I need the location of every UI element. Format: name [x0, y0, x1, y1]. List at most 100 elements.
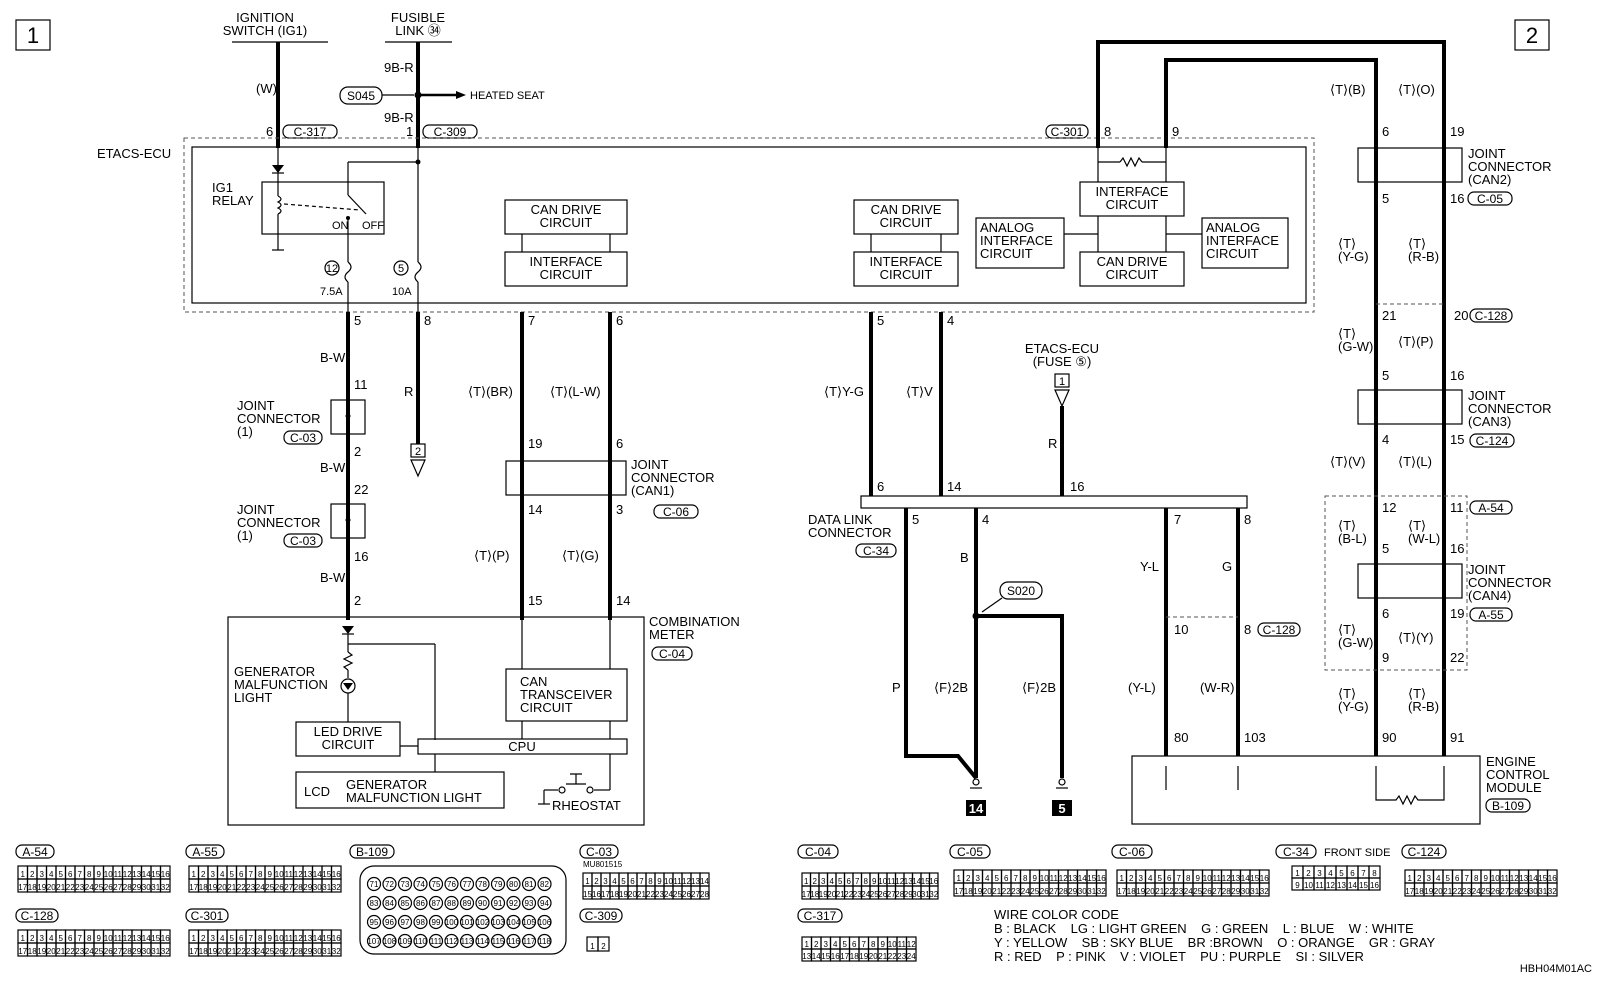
connector-c128: C-128: [1475, 309, 1508, 323]
connector-pin-number: 28: [700, 890, 709, 899]
connector-pin-number: 13: [1231, 874, 1240, 883]
ground-point-box: [966, 800, 986, 816]
pin-14: 14: [528, 502, 542, 517]
connector-pin-number: 7: [1014, 874, 1019, 883]
connector-pin-number: 112: [445, 937, 458, 946]
connector-pin-cell: [597, 936, 610, 952]
connector-pin-number: 22: [844, 890, 853, 899]
pin-8: 8: [1244, 512, 1251, 527]
connector-pin-number: 17: [18, 947, 27, 956]
resistor-icon: [1119, 156, 1143, 168]
connector-c128: C-128: [1263, 623, 1296, 637]
connector-tag-c05: [1467, 191, 1513, 206]
connector-pin-number: 32: [929, 890, 938, 899]
pin-6: 6: [616, 313, 623, 328]
wire-color-code-line-3: R : RED P : PINK V : VIOLET PU : PURPLE …: [994, 949, 1364, 964]
connector-pin-number: 30: [142, 947, 151, 956]
connector-pin-number: 2: [1417, 874, 1422, 883]
wire-label-t-v: ⟨T⟩(V): [1330, 454, 1365, 469]
connector-pin-number: 5: [621, 877, 626, 886]
connector-pin-number: 16: [831, 952, 840, 961]
connector-pin-number: 9: [1196, 874, 1201, 883]
connector-c06: C-06: [1119, 845, 1145, 859]
connector-pin-number: 1: [192, 870, 197, 879]
page-arrow-icon: [1054, 389, 1070, 408]
connector-pin-cell: [475, 933, 490, 949]
connector-pin-number: 25: [265, 947, 274, 956]
connector-pin-number: 24: [861, 890, 870, 899]
connector-pin-number: 15: [151, 934, 160, 943]
connector-pin-number: 6: [239, 934, 244, 943]
can-drive-circuit-box: [853, 199, 959, 235]
connector-pin-number: 16: [332, 870, 341, 879]
etacs-ecu-body: [191, 146, 1307, 304]
relay-coil-icon: [276, 195, 282, 215]
connector-pin-number: 13: [691, 877, 700, 886]
connector-pin-number: 5: [230, 870, 235, 879]
connector-pin-number: 81: [525, 880, 534, 889]
connector-pin-number: 22: [1453, 887, 1462, 896]
connector-pin-cell: [382, 876, 397, 892]
wire-label-f-2b: ⟨F⟩2B: [934, 680, 968, 695]
wire-label-t-l-w: ⟨T⟩(L-W): [550, 384, 601, 399]
connector-pin-number: 24: [256, 883, 265, 892]
connector-pin-number: 10: [1304, 881, 1313, 890]
wire-label-r: R: [1048, 436, 1057, 451]
connector-pin-number: 2: [201, 870, 206, 879]
connector-pin-number: 25: [673, 890, 682, 899]
connector-pin-number: 103: [491, 918, 505, 927]
connector-pin-number: 1: [21, 934, 26, 943]
connector-pin-number: 26: [878, 890, 887, 899]
connector-c05: C-05: [1477, 192, 1503, 206]
relay-switch-blade: [347, 194, 367, 215]
connector-pin-number: 20: [983, 887, 992, 896]
wire-label-9b-r: 9B-R: [384, 110, 414, 125]
connector-pin-number: 17: [840, 952, 849, 961]
pin-6: 6: [616, 436, 623, 451]
connector-pin-number: 28: [123, 883, 132, 892]
connector-pin-number: 99: [432, 918, 441, 927]
connector-pin-number: 89: [463, 899, 472, 908]
connector-tag-c301: [185, 908, 229, 923]
connector-pin-number: 20: [218, 947, 227, 956]
joint-connector-can3-box: [1357, 389, 1463, 425]
connector-pin-number: 22: [237, 947, 246, 956]
page-ref-box: [1054, 373, 1070, 388]
connector-pin-number: 14: [812, 952, 821, 961]
connector-pin-cell: [506, 933, 521, 949]
connector-pin-number: 27: [887, 890, 896, 899]
connector-pin-cell: [521, 933, 537, 949]
connector-pin-number: 20: [47, 947, 56, 956]
wire-label-t-w-l: ⟨T⟩(W-L): [1408, 518, 1440, 546]
ig1-relay-box: [261, 181, 385, 235]
cpu-label: CPU: [508, 739, 535, 754]
connector-pin-number: 27: [113, 947, 122, 956]
connector-pin-number: 12: [907, 940, 916, 949]
connector-pin-number: 7: [78, 870, 83, 879]
connector-pin-number: 18: [28, 883, 37, 892]
pin-8: 8: [1244, 622, 1251, 637]
page-number-left: 1: [27, 23, 39, 48]
led-drive-circuit-box: [295, 721, 401, 757]
connector-pin-number: 108: [383, 937, 397, 946]
connector-pin-number: 7: [1361, 869, 1366, 878]
connector-pin-number: 27: [113, 883, 122, 892]
pin-11: 11: [354, 377, 368, 392]
switch-contact: [558, 786, 566, 794]
connector-pin-number: 31: [1250, 887, 1259, 896]
connector-pin-number: 1: [590, 942, 595, 951]
connector-pin-number: 2: [1306, 869, 1311, 878]
connector-pin-number: 19: [208, 883, 217, 892]
connector-pin-number: 16: [332, 934, 341, 943]
connector-tag-c05: [949, 844, 991, 859]
connector-pin-number: 19: [37, 883, 46, 892]
fuse-5-rating: 10A: [392, 286, 412, 298]
connector-pin-number: 24: [907, 952, 916, 961]
connector-pin-number: 15: [1250, 874, 1259, 883]
connector-pin-number: 20: [47, 883, 56, 892]
connector-pin-number: 6: [847, 877, 852, 886]
connector-pin-cell: [459, 933, 475, 949]
